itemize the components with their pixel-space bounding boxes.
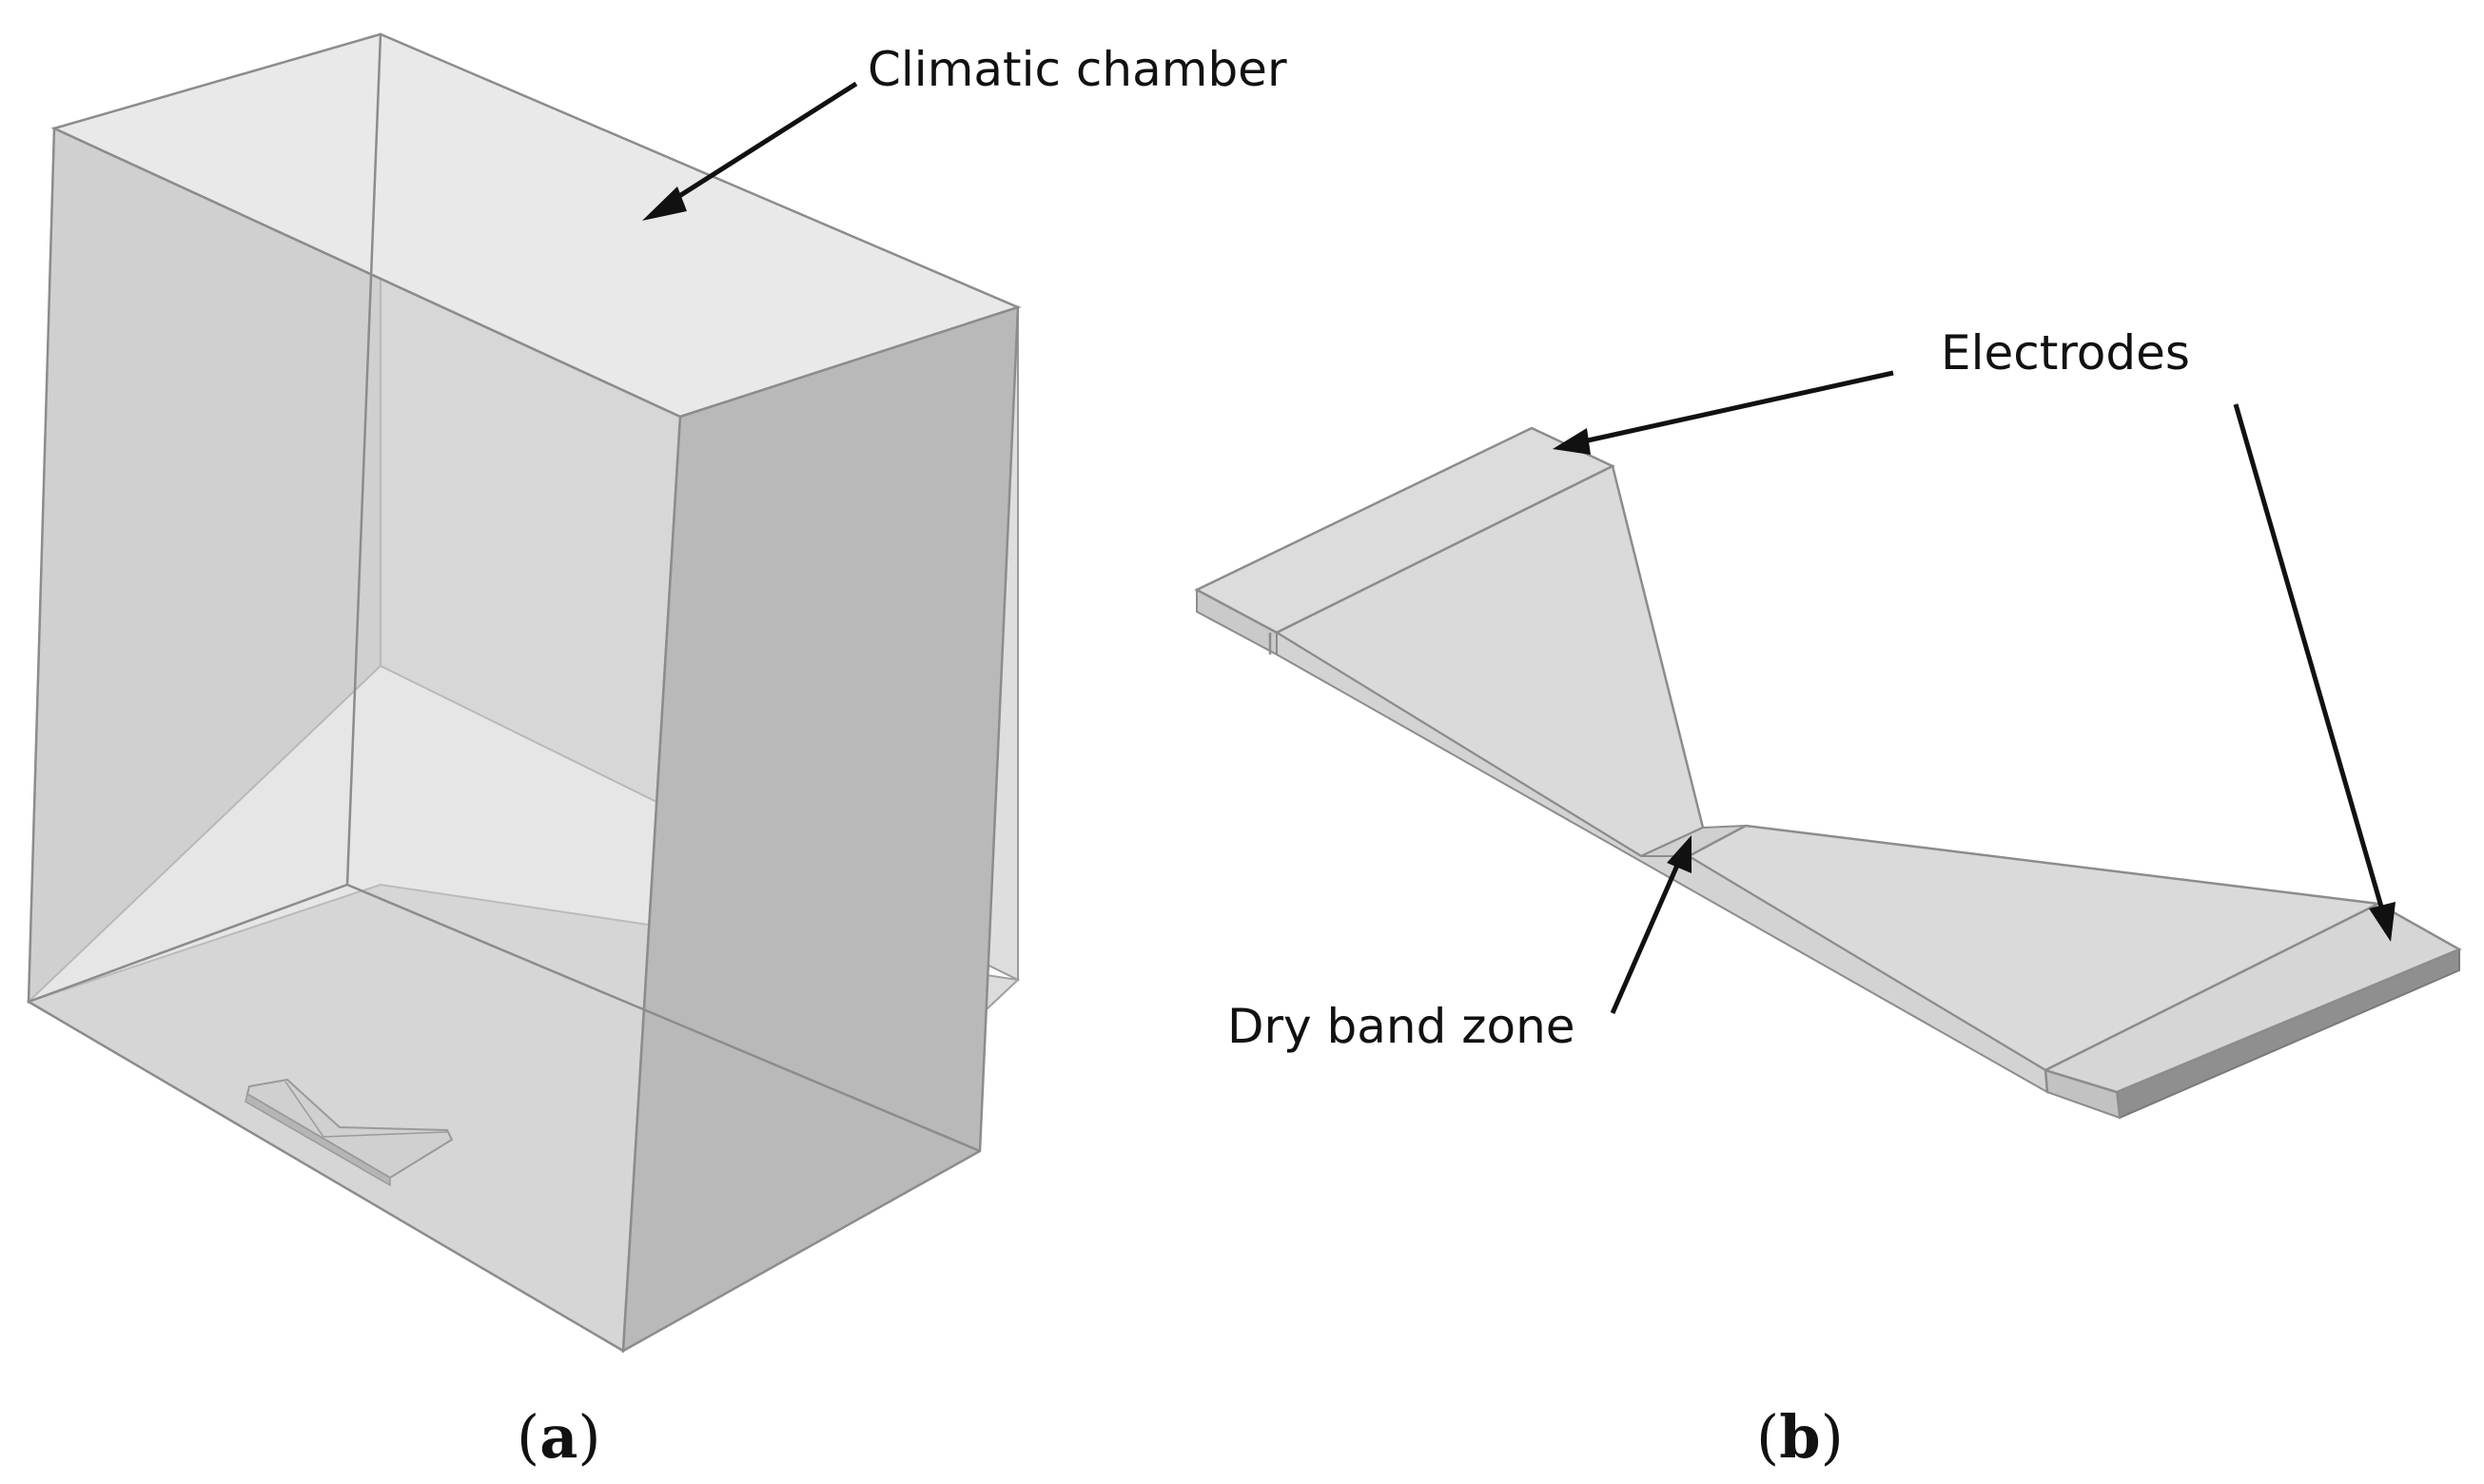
climatic-chamber-label: Climatic chamber (868, 42, 1287, 97)
electrodes-label: Electrodes (1941, 325, 2190, 381)
panel-a-label: (a) (517, 1402, 601, 1472)
climatic-chamber-arrow (664, 81, 858, 207)
climatic-chamber-arrowhead (642, 186, 687, 221)
dry-band-arrowhead (1667, 835, 1692, 873)
dry-band-arrow (1610, 859, 1682, 1015)
panel-a: Climatic chamber (a) (26, 32, 1287, 1472)
panel-b: Electrodes Dry band zone (b) (1194, 325, 2462, 1472)
dry-band-zone-label: Dry band zone (1227, 999, 1575, 1054)
electrodes-arrow-left (1578, 370, 1894, 445)
chamber-floor-back-edge-left (28, 883, 348, 1004)
chamber-back-vertical-edge (345, 33, 382, 886)
electrodes-arrowhead-left (1553, 428, 1591, 455)
electrodes-arrow-right (2233, 403, 2386, 914)
electrodes-arrowhead-right (2369, 902, 2396, 942)
chamber-right-face (621, 305, 1020, 1354)
right-electrode-divider (2044, 1069, 2049, 1093)
right-electrode (2042, 902, 2462, 1094)
chamber-floor-back-edge-right (346, 883, 981, 1153)
chamber-sample (244, 1078, 454, 1187)
panel-b-label: (b) (1756, 1402, 1844, 1472)
